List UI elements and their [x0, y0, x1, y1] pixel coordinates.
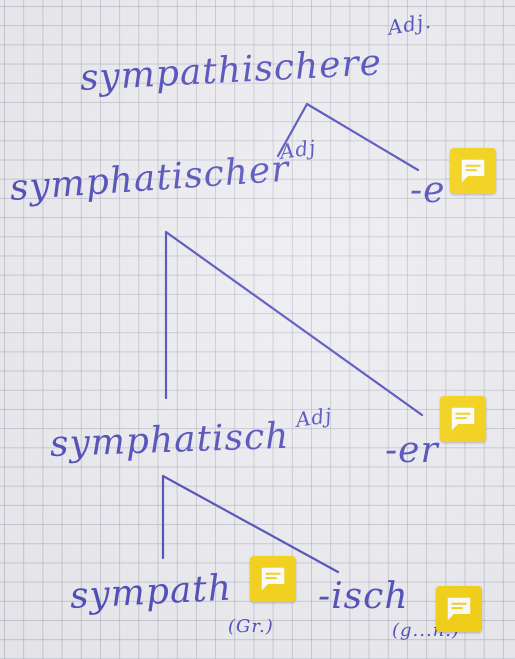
branch-line	[164, 230, 424, 417]
stem-note-level3: (Gr.)	[228, 616, 274, 637]
comment-icon	[461, 159, 485, 183]
category-level2: Adj	[294, 403, 334, 432]
branch-line	[161, 474, 340, 574]
suffix-level2: -er	[385, 430, 439, 471]
stem-level3: sympath	[68, 567, 233, 617]
comment-button-level1[interactable]	[450, 148, 496, 194]
branch-line	[276, 102, 309, 158]
branch-line	[305, 102, 420, 172]
comment-icon	[447, 597, 471, 621]
word-level2: symphatisch	[49, 415, 291, 465]
comment-icon	[261, 567, 285, 591]
comment-button-stem[interactable]	[250, 556, 296, 602]
comment-button-level2[interactable]	[440, 396, 486, 442]
category-level1: Adj	[278, 135, 318, 164]
comment-icon	[451, 407, 475, 431]
suffix-level1: -e	[410, 170, 446, 211]
suffix-level3: -isch	[318, 576, 409, 617]
comment-button-suffix[interactable]	[436, 586, 482, 632]
